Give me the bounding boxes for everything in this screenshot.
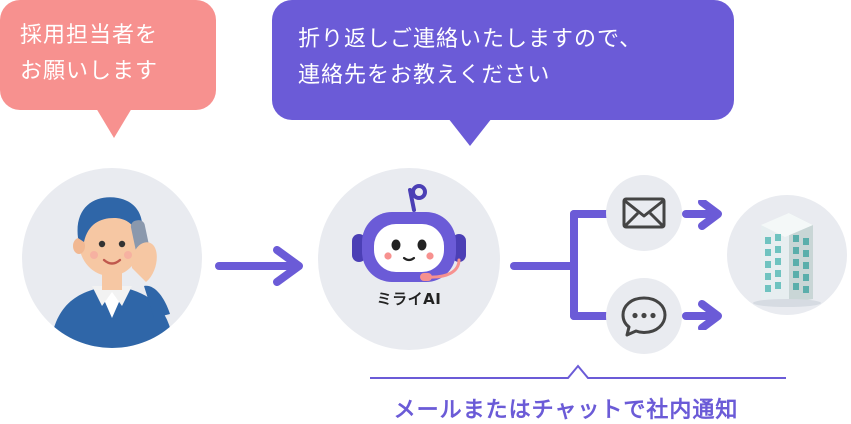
caller-bubble-tail — [96, 108, 132, 138]
notification-caption: メールまたはチャットで社内通知 — [393, 398, 739, 423]
ai-circle: ミライAI — [318, 168, 500, 350]
arrow-right-icon — [215, 246, 303, 286]
caption-bracket — [370, 364, 786, 379]
chat-bubble-icon — [621, 296, 667, 337]
caller-bubble-line-2: お願いします — [20, 59, 159, 84]
caller-speech-bubble: 採用担当者を お願いします — [0, 0, 216, 110]
ai-name-label: ミライAI — [376, 290, 442, 308]
caller-circle — [22, 168, 202, 348]
chat-circle — [606, 278, 682, 354]
ai-bubble-tail — [448, 118, 492, 146]
robot-headset-icon — [352, 184, 466, 282]
person-on-phone-icon — [50, 197, 174, 348]
office-building-icon — [753, 213, 821, 307]
mail-circle — [606, 175, 682, 251]
caller-bubble-line-1: 採用担当者を — [20, 23, 159, 48]
company-circle — [727, 195, 847, 315]
ai-bubble-line-2: 連絡先をお教えください — [298, 63, 551, 88]
branch-connector — [510, 200, 722, 330]
envelope-icon — [622, 197, 666, 229]
ai-speech-bubble: 折り返しご連絡いたしますので、 連絡先をお教えください — [272, 0, 734, 120]
ai-bubble-line-1: 折り返しご連絡いたしますので、 — [298, 27, 643, 52]
